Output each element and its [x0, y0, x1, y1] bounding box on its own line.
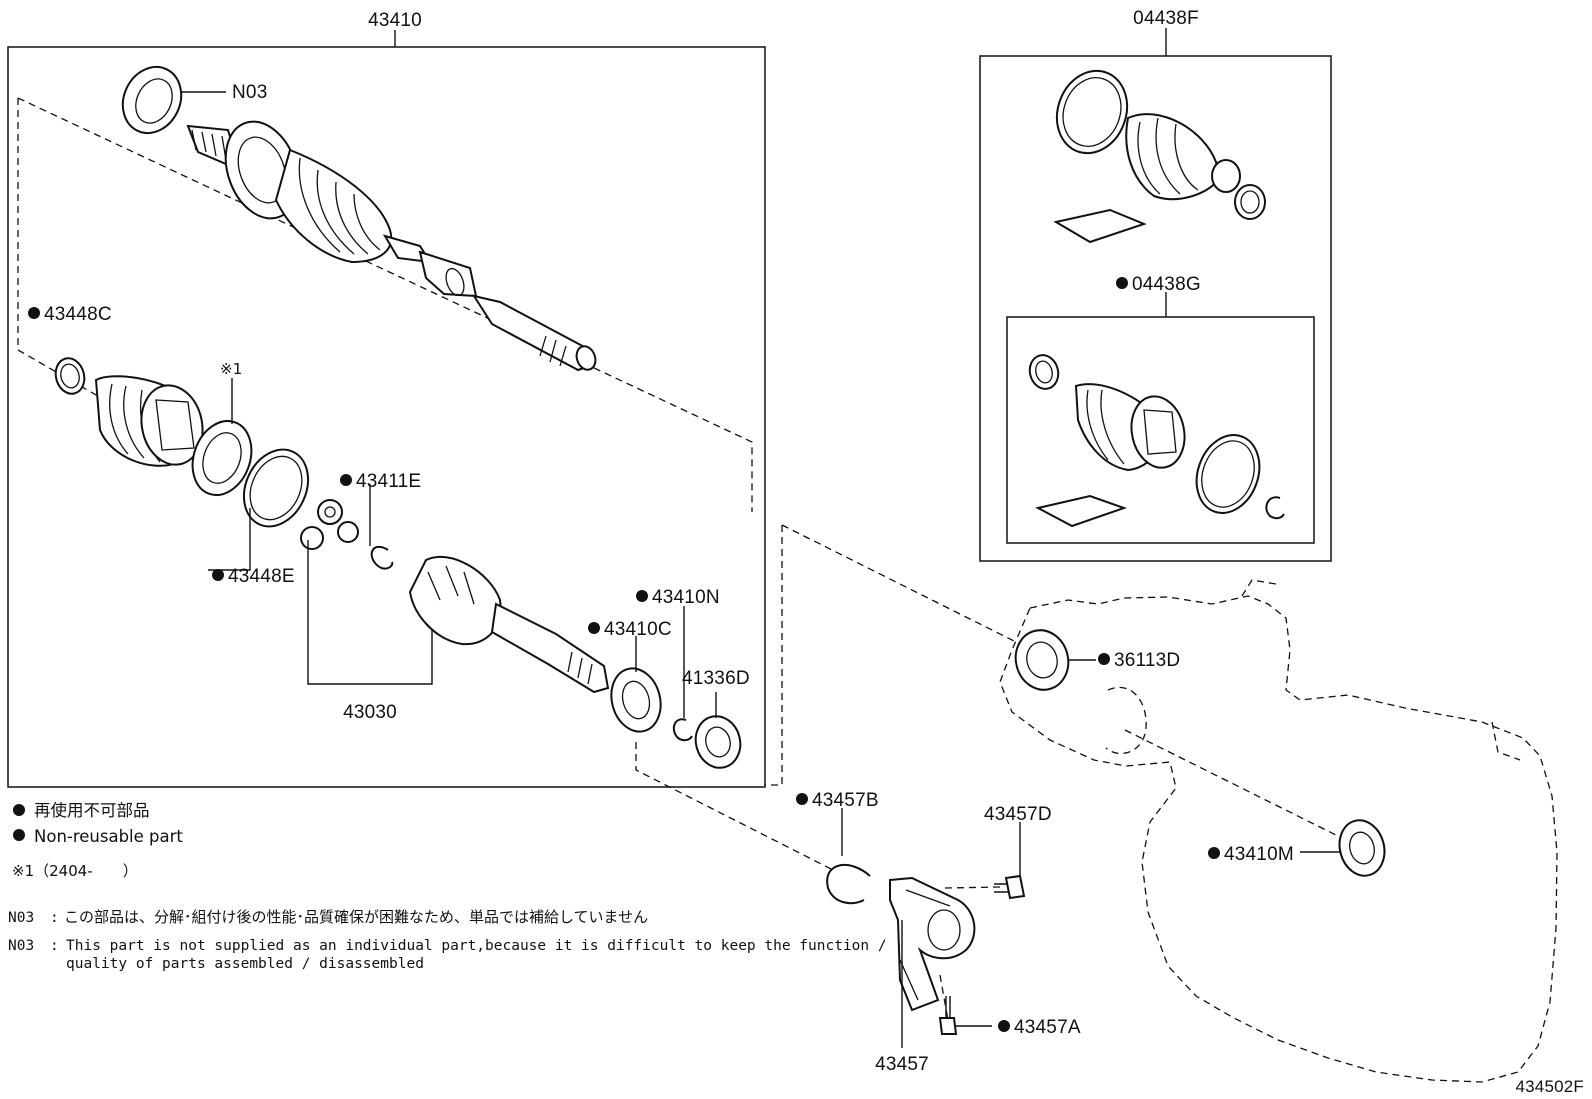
- nonreusable-marker: [796, 793, 808, 805]
- nonreusable-marker: [998, 1020, 1010, 1032]
- nonreusable-marker: [212, 569, 224, 581]
- transaxle-detail: [1105, 579, 1521, 761]
- inner-housing: [408, 555, 610, 694]
- note-sep-en: :: [50, 938, 59, 954]
- note-code-ja: N03: [8, 910, 34, 926]
- label-43411e: 43411E: [356, 471, 421, 492]
- bolt-43457d: [994, 874, 1026, 900]
- label-36113d: 36113D: [1114, 650, 1180, 671]
- bolt-43457a: [938, 996, 958, 1035]
- seal-36113d: [1014, 629, 1070, 691]
- transaxle-housing: [999, 595, 1558, 1083]
- label-43448e: 43448E: [228, 566, 295, 587]
- label-43030: 43030: [343, 702, 397, 723]
- nonreusable-marker: [28, 307, 40, 319]
- ring-note1: [191, 420, 253, 496]
- label-n03: N03: [232, 82, 267, 103]
- kit-inner-parts: [1028, 354, 1285, 528]
- note-en-line2: quality of parts assembled / disassemble…: [66, 956, 424, 972]
- leader-lines: [182, 28, 1340, 1048]
- label-43410n: 43410N: [652, 587, 720, 608]
- label-43410c: 43410C: [604, 619, 672, 640]
- snap-ring-43410n: [672, 718, 693, 742]
- tripod-joint: [300, 499, 359, 550]
- label-43457b: 43457B: [812, 790, 879, 811]
- label-43457a: 43457A: [1014, 1017, 1081, 1038]
- label-41336d: 41336D: [682, 668, 750, 689]
- bearing-bracket-43457: [889, 876, 976, 1012]
- nonreusable-marker: [1208, 847, 1220, 859]
- snap-ring-43411e: [370, 545, 394, 570]
- note-code-en: N03: [8, 938, 34, 954]
- snap-ring-43457b: [826, 863, 871, 905]
- legend-note1: ※1（2404- ）: [12, 862, 138, 880]
- legend-nonreusable-en: Non-reusable part: [34, 827, 183, 846]
- outer-joint-43410: [121, 65, 597, 372]
- guide-inner-group: [765, 524, 1023, 786]
- guide-to-transaxle: [1124, 729, 1351, 843]
- note-en-line1: This part is not supplied as an individu…: [66, 938, 887, 954]
- legend-nonreusable-ja: 再使用不可部品: [34, 801, 150, 820]
- seal-41336d: [694, 715, 742, 769]
- boot-band-43448c: [54, 357, 86, 395]
- nonreusable-marker: [340, 474, 352, 486]
- note-ja: この部品は、分解･組付け後の性能･品質確保が困難なため、単品では補給していません: [64, 908, 648, 926]
- seal-43410m: [1338, 819, 1386, 877]
- label-43448c: 43448C: [44, 304, 112, 325]
- label-04438g: 04438G: [1132, 274, 1201, 295]
- nonreusable-marker: [588, 622, 600, 634]
- nonreusable-marker: [1116, 277, 1128, 289]
- legend-marker: [13, 829, 25, 841]
- inner-boot: [94, 375, 204, 467]
- kit-outer-frame: [979, 55, 1332, 562]
- label-04438f: 04438F: [1133, 8, 1199, 29]
- bearing-43410c: [610, 667, 662, 733]
- diagram-code: 434502F: [1515, 1077, 1584, 1096]
- label-43410m: 43410M: [1224, 844, 1294, 865]
- assembly-frame: [7, 46, 766, 788]
- guide-to-bracket: [635, 742, 834, 871]
- legend-marker: [13, 804, 25, 816]
- guide-bolt-a: [939, 974, 949, 1021]
- nonreusable-marker: [1098, 653, 1110, 665]
- label-43457d: 43457D: [984, 804, 1052, 825]
- boot-band-43448e: [242, 448, 310, 528]
- label-43457: 43457: [875, 1054, 929, 1075]
- nonreusable-marker: [636, 590, 648, 602]
- guide-bolt: [944, 886, 1003, 889]
- kit-outer-parts: [1053, 69, 1266, 244]
- label-43410: 43410: [368, 10, 422, 31]
- label-note1-mark: ※1: [220, 360, 243, 378]
- kit-inner-frame: [1006, 316, 1315, 544]
- note-sep-ja: :: [50, 910, 59, 926]
